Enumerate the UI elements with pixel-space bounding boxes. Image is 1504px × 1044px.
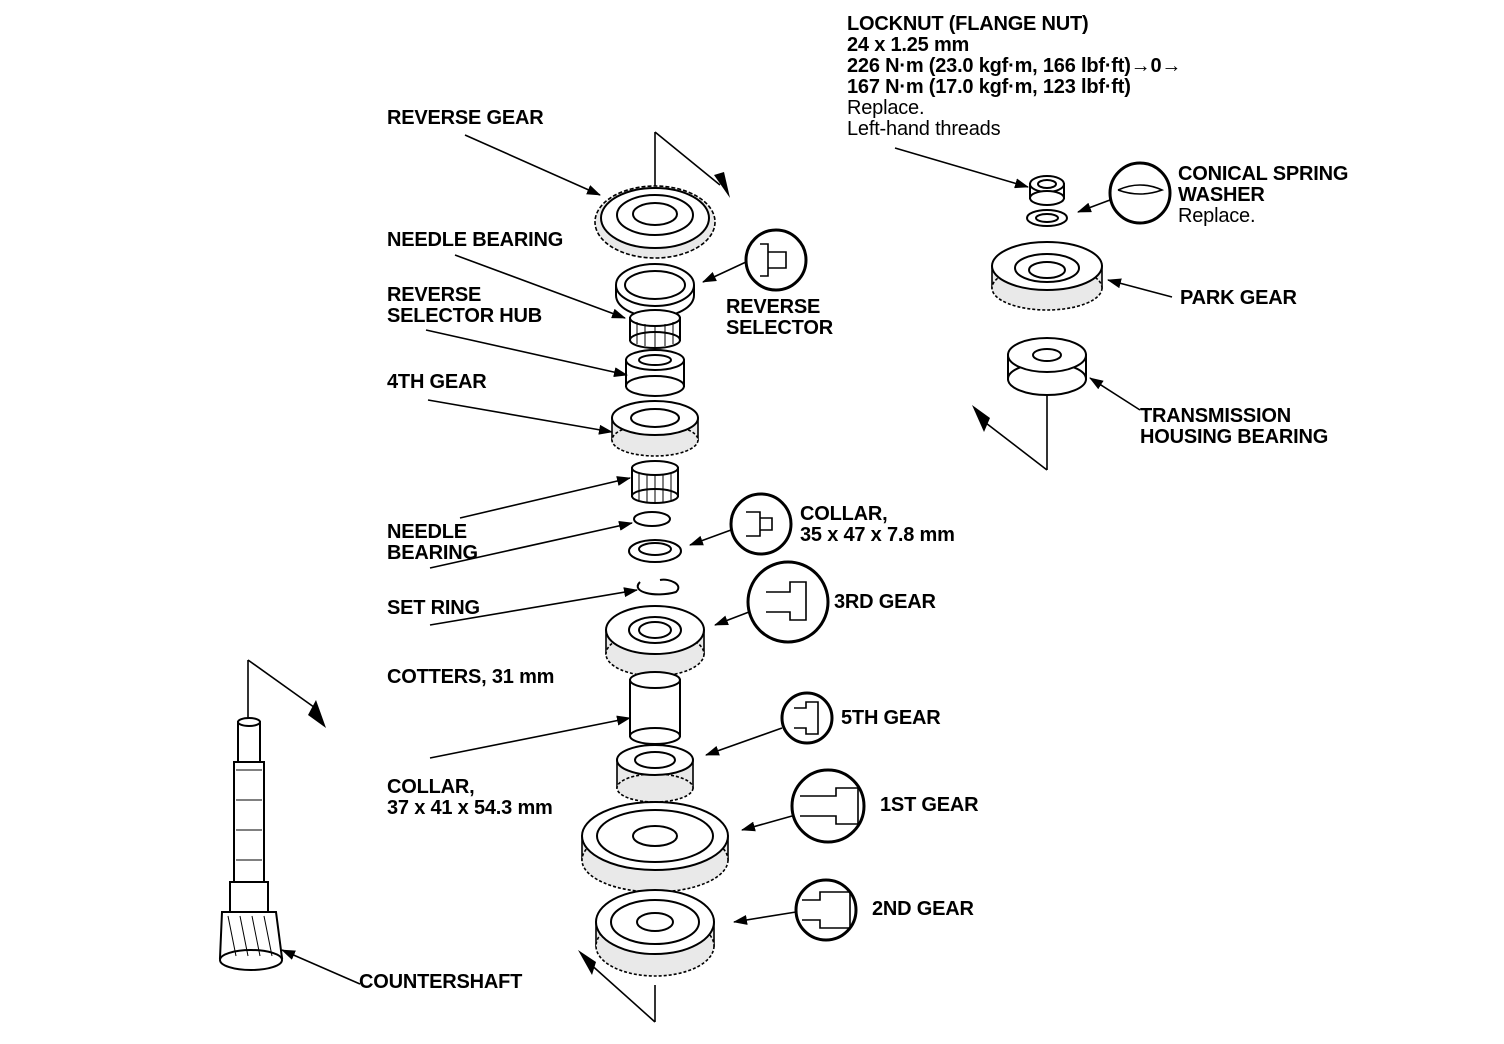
needle-bearing-top-part	[629, 309, 681, 349]
label-fourth-gear: 4TH GEAR	[387, 371, 487, 393]
selector-hub-line-1: REVERSE	[387, 284, 482, 306]
label-cotters: COTTERS, 31 mm	[387, 666, 555, 688]
set-ring-part	[636, 578, 680, 596]
label-set-ring: SET RING	[387, 597, 480, 619]
label-locknut: LOCKNUT (FLANGE NUT) 24 x 1.25 mm 226 N·…	[847, 14, 1181, 140]
reverse-selector-line-1: REVERSE	[726, 296, 821, 318]
detail-circle-fifth-gear	[780, 691, 834, 745]
locknut-torque-2: 167 N·m (17.0 kgf·m, 123 lbf·ft)	[847, 76, 1131, 98]
detail-circle-conical-washer	[1108, 161, 1172, 225]
detail-circle-second-gear	[794, 878, 858, 942]
label-third-gear: 3RD GEAR	[834, 591, 936, 613]
label-collar-long: COLLAR, 37 x 41 x 54.3 mm	[387, 777, 553, 819]
conical-washer-note: Replace.	[1178, 205, 1256, 227]
needle-bearing-lower-part	[631, 460, 679, 504]
locknut-part	[1029, 175, 1065, 206]
housing-bearing-line-2: HOUSING BEARING	[1140, 426, 1329, 448]
leader-lines	[281, 134, 1173, 985]
label-conical-spring-washer: CONICAL SPRING WASHER Replace.	[1178, 164, 1348, 227]
reverse-selector-hub-part	[625, 349, 685, 397]
label-fifth-gear: 5TH GEAR	[841, 707, 941, 729]
reverse-gear-part	[594, 185, 716, 259]
first-gear-part	[581, 801, 729, 893]
label-reverse-gear: REVERSE GEAR	[387, 107, 544, 129]
locknut-note-1: Replace.	[847, 97, 925, 119]
fifth-gear-part	[616, 744, 694, 803]
label-reverse-selector: REVERSE SELECTOR	[726, 297, 833, 339]
needle-bearing-lower-line-2: BEARING	[387, 542, 478, 564]
second-gear-part	[595, 889, 715, 977]
axis-reference-lines	[247, 131, 1048, 1023]
detail-circle-reverse-selector	[744, 228, 808, 292]
locknut-note-2: Left-hand threads	[847, 118, 1001, 140]
collar-small-line-1: COLLAR,	[800, 503, 888, 525]
detail-circle-third-gear	[746, 560, 830, 644]
reverse-selector-line-2: SELECTOR	[726, 317, 833, 339]
label-needle-bearing-lower: NEEDLE BEARING	[387, 522, 478, 564]
park-gear-part	[991, 241, 1103, 311]
fourth-gear-part	[611, 400, 699, 457]
countershaft-part	[218, 717, 284, 971]
label-second-gear: 2ND GEAR	[872, 898, 974, 920]
locknut-title: LOCKNUT (FLANGE NUT)	[847, 13, 1089, 35]
label-first-gear: 1ST GEAR	[880, 794, 979, 816]
detail-circle-first-gear	[790, 768, 866, 844]
small-ring-part	[633, 511, 671, 527]
label-needle-bearing-top: NEEDLE BEARING	[387, 229, 564, 251]
collar-small-line-2: 35 x 47 x 7.8 mm	[800, 524, 955, 546]
locknut-size: 24 x 1.25 mm	[847, 34, 970, 56]
label-countershaft: COUNTERSHAFT	[359, 971, 523, 993]
collar-small-part	[628, 539, 682, 563]
transmission-housing-bearing-part	[1007, 337, 1087, 396]
conical-spring-washer-part	[1026, 209, 1068, 227]
detail-circle-collar	[729, 492, 793, 556]
conical-washer-line-2: WASHER	[1178, 184, 1265, 206]
housing-bearing-line-1: TRANSMISSION	[1140, 405, 1291, 427]
label-transmission-housing-bearing: TRANSMISSION HOUSING BEARING	[1140, 406, 1328, 448]
selector-hub-line-2: SELECTOR HUB	[387, 305, 543, 327]
label-reverse-selector-hub: REVERSE SELECTOR HUB	[387, 285, 542, 327]
label-park-gear: PARK GEAR	[1180, 287, 1297, 309]
needle-bearing-lower-line-1: NEEDLE	[387, 521, 467, 543]
collar-long-line-1: COLLAR,	[387, 776, 475, 798]
collar-long-part	[629, 671, 681, 745]
label-collar-small: COLLAR, 35 x 47 x 7.8 mm	[800, 504, 955, 546]
third-gear-part	[605, 605, 705, 677]
conical-washer-line-1: CONICAL SPRING	[1178, 163, 1349, 185]
collar-long-line-2: 37 x 41 x 54.3 mm	[387, 797, 553, 819]
locknut-torque-1: 226 N·m (23.0 kgf·m, 166 lbf·ft)→0→	[847, 55, 1182, 77]
